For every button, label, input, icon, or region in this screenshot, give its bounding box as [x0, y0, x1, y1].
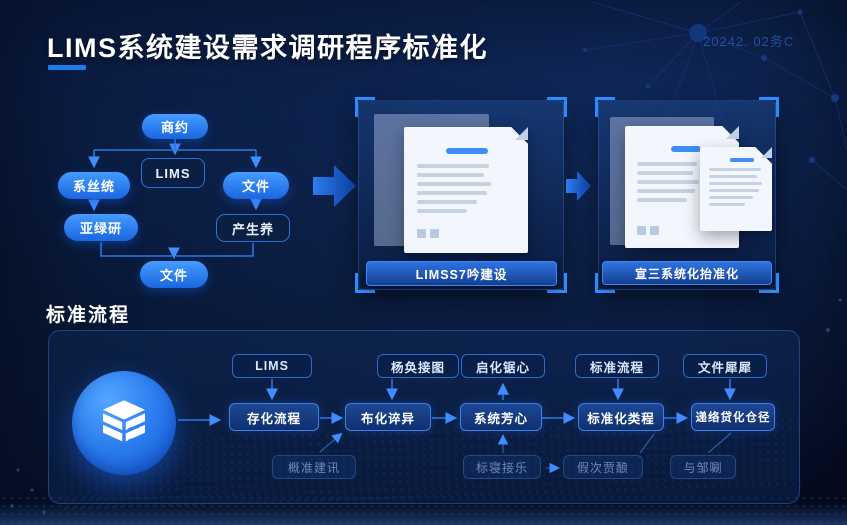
flow-node-left-sub: 亚绿研: [64, 214, 138, 241]
corner-bracket-icon: [759, 97, 779, 117]
corner-bracket-icon: [547, 273, 567, 293]
flow-node-lims: LIMS: [141, 158, 205, 188]
doc-heading-bar: [671, 146, 701, 152]
corner-bracket-icon: [355, 97, 375, 117]
page-fold-icon: [726, 126, 739, 139]
process-note-pill: 假次贾酿: [563, 455, 643, 479]
flow-node-bottom: 文件: [140, 261, 208, 288]
process-step-pill: 存化流程: [229, 403, 319, 431]
small-arrow-icon: [566, 171, 591, 201]
document-front-small: [700, 147, 772, 231]
corner-bracket-icon: [355, 273, 375, 293]
corner-bracket-icon: [547, 97, 567, 117]
process-top-pill: 标准流程: [575, 354, 659, 378]
flow-node-top: 商约: [142, 114, 208, 139]
database-badge: [72, 371, 176, 475]
process-top-pill: LIMS: [232, 354, 312, 378]
left-panel-caption: LIMSS7吟建设: [366, 261, 557, 286]
process-note-pill: 与邹唰: [670, 455, 736, 479]
doc-heading-bar: [446, 148, 488, 154]
page-fold-icon: [515, 127, 528, 140]
date-watermark: 20242. 02务C: [703, 34, 795, 49]
corner-bracket-icon: [595, 273, 615, 293]
process-step-pill: 布化谇异: [345, 403, 431, 431]
flow-node-right: 文件: [223, 172, 289, 199]
big-arrow-icon: [313, 165, 356, 207]
process-top-pill: 文件犀犀: [683, 354, 767, 378]
dot-wave-band-lower: [0, 494, 847, 524]
corner-bracket-icon: [759, 273, 779, 293]
flow-node-right-sub: 产生养: [216, 214, 290, 242]
process-step-pill: 系统芳心: [460, 403, 542, 431]
flow-node-left: 系丝统: [58, 172, 130, 199]
doc-checkbox-icon: [650, 226, 659, 235]
doc-checkbox-icon: [637, 226, 646, 235]
section-title: 标准流程: [46, 305, 131, 326]
corner-bracket-icon: [595, 97, 615, 117]
process-note-pill: 概准建讯: [272, 455, 356, 479]
bottom-glow: [0, 503, 847, 525]
page-fold-icon: [761, 147, 772, 158]
process-top-pill: 启化锯心: [461, 354, 545, 378]
doc-checkbox-icon: [430, 229, 439, 238]
process-step-pill: 标准化类程: [578, 403, 664, 431]
title-underline: [48, 65, 86, 70]
database-stack-icon: [103, 400, 145, 443]
right-panel-caption: 宣三系统化抬准化: [602, 261, 772, 285]
process-top-pill: 杨奂接图: [377, 354, 459, 378]
process-note-pill: 标寝接乐: [463, 455, 541, 479]
doc-checkbox-icon: [417, 229, 426, 238]
document-front: [404, 127, 528, 253]
page-title: LIMS系统建设需求调研程序标准化: [47, 33, 488, 63]
doc-heading-bar: [730, 158, 754, 162]
process-step-pill: 递络贷化仓径: [691, 403, 775, 431]
